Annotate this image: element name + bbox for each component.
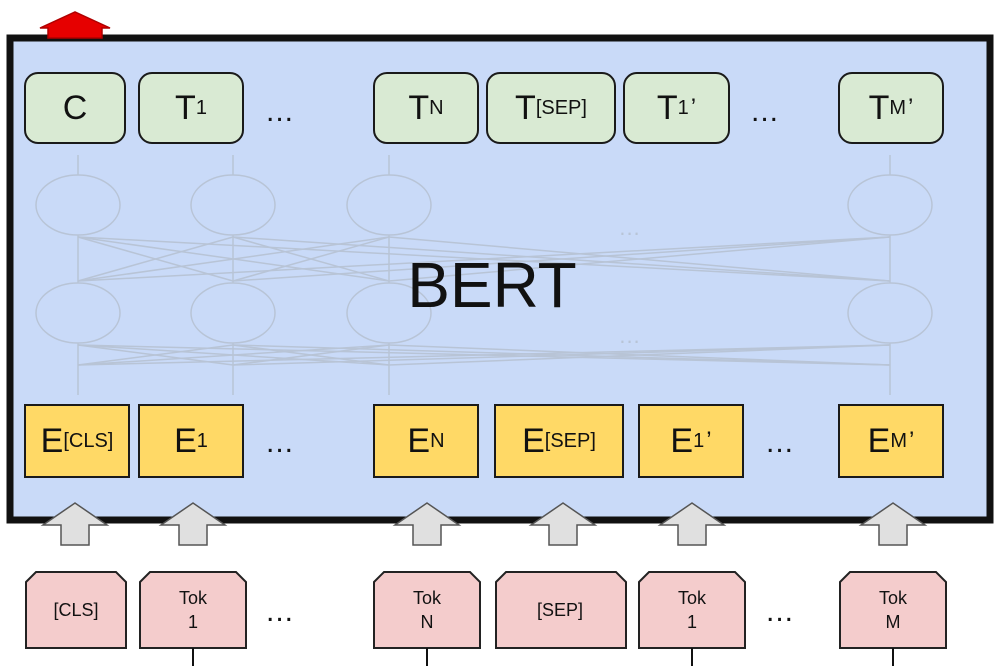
embedding-ellipsis-2: ... <box>765 426 795 459</box>
token-line1: Tok <box>677 588 706 608</box>
token-label-sep: [SEP] <box>496 598 624 622</box>
input-up-arrow <box>858 502 928 546</box>
token-line1: Tok <box>412 588 441 608</box>
token-box <box>373 571 481 649</box>
token-box <box>25 571 127 649</box>
embedding-sep: E[SEP] <box>494 404 624 478</box>
output-sub: 1 <box>677 96 689 119</box>
embedding-sub: [CLS] <box>63 429 114 452</box>
token-line1: [CLS] <box>53 600 99 620</box>
input-up-arrow <box>392 502 462 546</box>
output-ellipsis-1: ... <box>265 95 295 128</box>
network-edge <box>77 344 891 366</box>
token-line2: 1 <box>187 612 198 632</box>
token-line2: M <box>885 612 901 632</box>
network-edge <box>77 344 234 366</box>
output-c: C <box>24 72 126 144</box>
output-sub: N <box>429 96 444 119</box>
embedding-sub: 1 <box>196 429 208 452</box>
embedding-prime: ’ <box>909 427 915 454</box>
embedding-main: E <box>867 422 891 460</box>
output-main: T <box>408 89 430 127</box>
cls-output-arrow <box>39 11 111 39</box>
embedding-sub: 1 <box>693 429 705 452</box>
embedding-main: E <box>407 422 431 460</box>
token-box <box>839 571 947 649</box>
token-line2: N <box>420 612 434 632</box>
token-line1: Tok <box>878 588 907 608</box>
token-box <box>638 571 746 649</box>
embedding-cls: E[CLS] <box>24 404 130 478</box>
token-shapes <box>25 571 947 649</box>
token-label-cls: [CLS] <box>26 598 126 622</box>
output-sub: 1 <box>195 96 207 119</box>
embedding-sub: N <box>430 429 445 452</box>
token-box <box>495 571 627 649</box>
faint-ellipsis-lower: ... <box>619 323 641 348</box>
output-main: C <box>62 89 88 127</box>
network-edge <box>388 236 891 282</box>
input-up-arrow <box>657 502 727 546</box>
network-edge <box>77 236 234 282</box>
token-line1: [SEP] <box>536 600 584 620</box>
embedding-main: E <box>174 422 197 460</box>
model-title: BERT <box>407 249 577 321</box>
token-label-1-prime: Tok 1 <box>639 586 745 634</box>
network-edge <box>77 236 390 282</box>
input-up-arrow <box>528 502 598 546</box>
embedding-main: E <box>522 422 545 460</box>
output-main: T <box>175 89 196 127</box>
output-main: T <box>656 89 678 127</box>
output-prime: ’ <box>690 94 697 121</box>
token-label-m: Tok M <box>840 586 946 634</box>
embedding-sub: [SEP] <box>544 429 596 452</box>
output-ellipsis-2: ... <box>750 95 780 128</box>
network-edge <box>232 344 891 366</box>
network-edge <box>232 236 390 282</box>
input-up-arrow <box>40 502 110 546</box>
output-prime: ’ <box>908 94 914 121</box>
embedding-ellipsis-1: ... <box>265 426 295 459</box>
token-ellipsis-2: ... <box>765 595 795 628</box>
input-up-arrow <box>158 502 228 546</box>
token-stems <box>192 648 894 666</box>
token-box <box>139 571 247 649</box>
output-sub: [SEP] <box>535 96 587 119</box>
network-edge <box>388 344 891 366</box>
network-edge <box>77 344 390 366</box>
network-edge <box>232 236 891 282</box>
transformer-network <box>35 155 933 395</box>
output-tsep: T[SEP] <box>486 72 616 144</box>
token-label-1: Tok 1 <box>140 586 246 634</box>
output-main: T <box>868 89 890 127</box>
network-edge <box>232 344 390 366</box>
input-arrows <box>40 502 928 546</box>
output-main: T <box>515 89 536 127</box>
embedding-sub: M <box>890 429 907 452</box>
embedding-main: E <box>670 422 694 460</box>
token-ellipsis-1: ... <box>265 595 295 628</box>
embedding-main: E <box>40 422 64 460</box>
faint-ellipsis-upper: ... <box>619 215 641 240</box>
token-line2: 1 <box>686 612 697 632</box>
token-line1: Tok <box>178 588 207 608</box>
embedding-prime: ’ <box>706 427 712 454</box>
output-sub: M <box>889 96 907 119</box>
network-edge <box>77 236 891 282</box>
token-label-n: Tok N <box>374 586 480 634</box>
